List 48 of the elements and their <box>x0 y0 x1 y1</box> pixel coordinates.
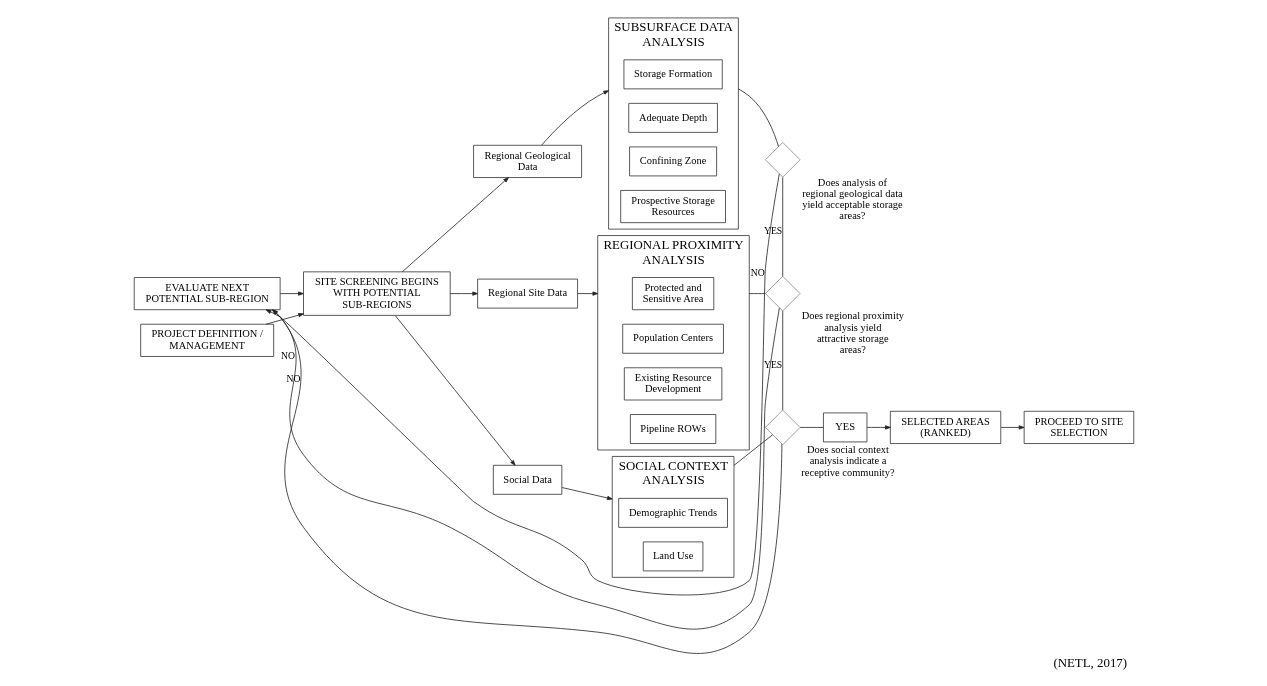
node-diamond <box>764 142 800 178</box>
arrow <box>577 291 598 296</box>
connector <box>733 434 773 466</box>
node-box: Protected and Sensitive Area <box>631 277 714 311</box>
arrow <box>265 313 304 325</box>
connector <box>737 88 779 147</box>
connector <box>781 310 783 411</box>
node-box: PROJECT DEFINITION / MANAGEMENT <box>139 323 274 357</box>
node-box: Prospective Storage Resources <box>619 190 726 224</box>
arrow <box>866 425 891 430</box>
node-label: Does social context analysis indicate a receptive community? <box>800 444 895 478</box>
connector <box>748 293 766 294</box>
connector <box>799 427 824 428</box>
edge-label: NO <box>280 350 295 362</box>
node-box: Pipeline ROWs <box>629 414 716 444</box>
node-box: Regional Geological Data <box>472 144 582 178</box>
arrow <box>279 291 304 296</box>
edge-label: NO <box>750 267 765 279</box>
node-diamond <box>764 275 800 312</box>
node-box: Social Data <box>492 464 562 495</box>
arrow <box>540 90 609 146</box>
node-box: EVALUATE NEXT POTENTIAL SUB-REGION <box>133 277 281 311</box>
arrow <box>1000 425 1024 430</box>
node-label: Does regional proximity analysis yield attractive storage areas? <box>801 310 904 356</box>
node-box: Population Centers <box>621 323 724 354</box>
node-box: PROCEED TO SITE SELECTION <box>1023 410 1134 444</box>
node-box: Confining Zone <box>628 146 717 177</box>
edge-label: NO <box>285 373 300 385</box>
caption: (NETL, 2017) <box>1052 656 1127 671</box>
node-box: YES <box>822 412 867 443</box>
connector <box>781 176 783 277</box>
node-box: Demographic Trends <box>617 497 728 528</box>
node-box: SELECTED AREAS (RANKED) <box>889 410 1001 444</box>
arrow <box>394 315 515 466</box>
edge-label: YES <box>763 359 782 371</box>
arrow <box>401 177 509 273</box>
node-box: Land Use <box>642 541 703 572</box>
node-label: Does analysis of regional geological data yield acceptable storage areas? <box>801 176 903 222</box>
arrow <box>449 291 478 296</box>
node-box: Regional Site Data <box>476 278 578 309</box>
node-box: Adequate Depth <box>627 102 718 133</box>
node-diamond <box>764 409 800 446</box>
arrow <box>561 487 613 501</box>
edge-label: YES <box>763 225 782 237</box>
node-box: Storage Formation <box>623 59 723 90</box>
node-box: Existing Resource Development <box>623 367 722 401</box>
arrow <box>265 173 780 596</box>
node-box: SITE SCREENING BEGINS WITH POTENTIAL SUB-REGIONS <box>302 271 451 316</box>
